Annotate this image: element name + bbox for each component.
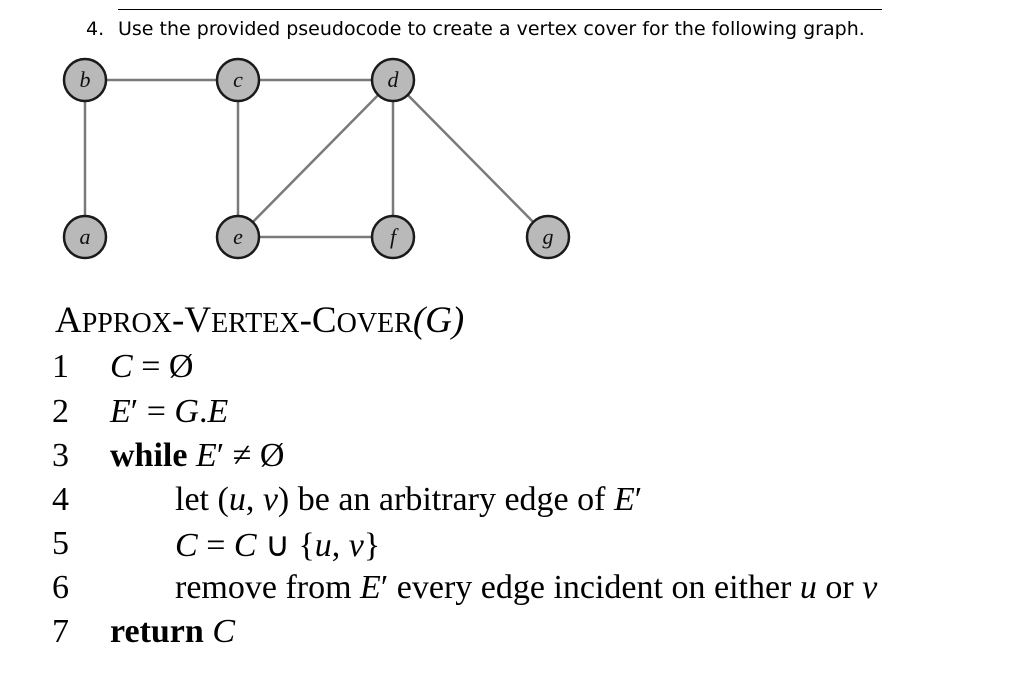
vertex-circle bbox=[370, 214, 416, 260]
algorithm-title: APPROX-VERTEX-COVER(G) bbox=[55, 299, 464, 342]
pseudocode-line-5: 5 C = C ∪ {u, v} bbox=[0, 525, 1024, 569]
line-text: C = Ø bbox=[110, 348, 194, 385]
vertex-circle bbox=[62, 214, 108, 260]
line-number: 2 bbox=[52, 393, 69, 430]
question-number: 4. bbox=[86, 18, 105, 40]
vertex-b: b bbox=[62, 57, 108, 103]
pseudocode-line-3: 3 while E′ ≠ Ø bbox=[0, 437, 1024, 481]
vertex-d: d bbox=[370, 57, 416, 103]
line-number: 3 bbox=[52, 437, 69, 474]
pseudocode-line-2: 2 E′ = G.E bbox=[0, 393, 1024, 437]
line-text: let (u, v) be an arbitrary edge of E′ bbox=[175, 481, 643, 518]
line-code: C = C ∪ {u, v} bbox=[175, 525, 380, 565]
keyword: while bbox=[110, 437, 188, 474]
line-text: C bbox=[212, 613, 235, 650]
line-number: 7 bbox=[52, 613, 69, 650]
vertex-circle bbox=[215, 57, 261, 103]
pseudocode-line-1: 1 C = Ø bbox=[0, 348, 1024, 392]
vertex-label: a bbox=[80, 224, 91, 249]
pseudocode-line-4: 4 let (u, v) be an arbitrary edge of E′ bbox=[0, 481, 1024, 525]
line-number: 5 bbox=[52, 525, 69, 562]
vertex-label: b bbox=[80, 67, 91, 92]
vertex-circle bbox=[215, 214, 261, 260]
line-number: 6 bbox=[52, 569, 69, 606]
vertex-e: e bbox=[215, 214, 261, 260]
vertex-c: c bbox=[215, 57, 261, 103]
question-prompt: Use the provided pseudocode to create a … bbox=[118, 18, 865, 40]
line-text: remove from E′ every edge incident on ei… bbox=[175, 569, 878, 606]
line-code: E′ = G.E bbox=[110, 393, 228, 431]
pseudocode-line-7: 7 return C bbox=[0, 613, 1024, 657]
keyword: return bbox=[110, 613, 204, 650]
pseudocode-line-6: 6 remove from E′ every edge incident on e… bbox=[0, 569, 1024, 613]
line-number: 4 bbox=[52, 481, 69, 518]
vertex-circle bbox=[62, 57, 108, 103]
vertex-f: f bbox=[370, 214, 416, 260]
vertex-label: f bbox=[390, 224, 399, 249]
vertex-label: g bbox=[543, 224, 554, 249]
vertex-circle bbox=[370, 57, 416, 103]
vertex-label: c bbox=[233, 67, 243, 92]
graph-diagram: b c d a e f g bbox=[62, 57, 571, 260]
edge-e-d bbox=[237, 79, 394, 238]
line-text: E′ ≠ Ø bbox=[195, 437, 285, 474]
top-rule bbox=[118, 9, 882, 10]
vertex-circle bbox=[525, 214, 571, 260]
vertex-g: g bbox=[525, 214, 571, 260]
edge-d-g bbox=[392, 79, 549, 238]
line-number: 1 bbox=[52, 348, 69, 385]
algorithm-name: APPROX-VERTEX-COVER bbox=[55, 300, 413, 341]
line-code: while E′ ≠ Ø bbox=[110, 437, 284, 475]
line-text: E′ = G.E bbox=[110, 393, 229, 430]
vertex-a: a bbox=[62, 214, 108, 260]
line-code: return C bbox=[110, 613, 235, 651]
question-text: 4. Use the provided pseudocode to create … bbox=[86, 18, 865, 40]
line-code: let (u, v) be an arbitrary edge of E′ bbox=[175, 481, 642, 519]
graph-edges bbox=[83, 78, 549, 239]
line-text: C = C ∪ {u, v} bbox=[175, 527, 381, 564]
vertex-label: e bbox=[233, 224, 243, 249]
graph-nodes: b c d a e f g bbox=[62, 57, 571, 260]
line-code: C = Ø bbox=[110, 348, 193, 386]
line-code: remove from E′ every edge incident on ei… bbox=[175, 569, 877, 607]
algorithm-arg: (G) bbox=[412, 300, 465, 341]
vertex-label: d bbox=[388, 67, 400, 92]
